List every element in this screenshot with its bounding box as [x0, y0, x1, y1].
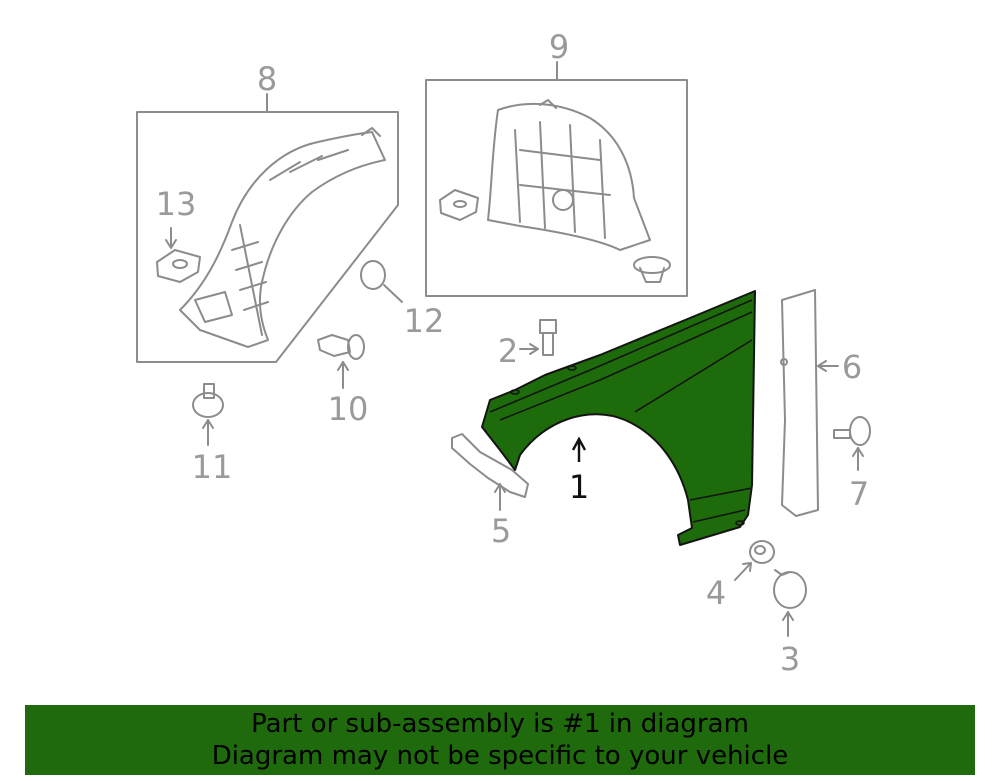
banner-line-1: Part or sub-assembly is #1 in diagram — [251, 709, 749, 739]
callout-12: 12 — [404, 302, 445, 340]
callout-1: 1 — [569, 468, 589, 506]
bracket-5[interactable] — [451, 433, 529, 511]
wheel-liner-rear[interactable] — [487, 99, 651, 251]
screw-7[interactable] — [833, 416, 871, 471]
retainer-box9[interactable] — [439, 189, 479, 221]
info-banner: Part or sub-assembly is #1 in diagram Di… — [25, 705, 975, 775]
banner-line-2: Diagram may not be specific to your vehi… — [211, 741, 789, 771]
box-9 — [425, 61, 688, 297]
parts-diagram: 1 2 3 4 5 6 7 8 9 10 11 12 13 — [136, 28, 871, 678]
callout-7: 7 — [849, 475, 869, 513]
nut-4[interactable] — [734, 540, 775, 581]
callout-11: 11 — [192, 448, 233, 486]
callout-13: 13 — [156, 185, 197, 223]
callout-4: 4 — [706, 574, 726, 612]
bolt-2[interactable] — [519, 319, 557, 356]
clip-box9[interactable] — [633, 256, 671, 283]
callout-6: 6 — [842, 348, 862, 386]
callout-8: 8 — [257, 60, 277, 98]
callout-5: 5 — [491, 512, 511, 550]
plug-12[interactable] — [360, 260, 403, 303]
retainer-13[interactable] — [156, 227, 201, 283]
fender-highlighted[interactable] — [481, 290, 756, 546]
callout-3: 3 — [780, 640, 800, 678]
push-clip-10[interactable] — [317, 334, 365, 389]
clip-3[interactable] — [773, 569, 807, 637]
nut-11[interactable] — [192, 383, 224, 446]
callout-10: 10 — [328, 390, 369, 428]
wheel-liner-front[interactable] — [179, 127, 386, 348]
seal-6[interactable] — [780, 289, 839, 517]
callout-2: 2 — [498, 332, 518, 370]
callout-9: 9 — [549, 28, 569, 66]
box-8 — [136, 93, 399, 363]
